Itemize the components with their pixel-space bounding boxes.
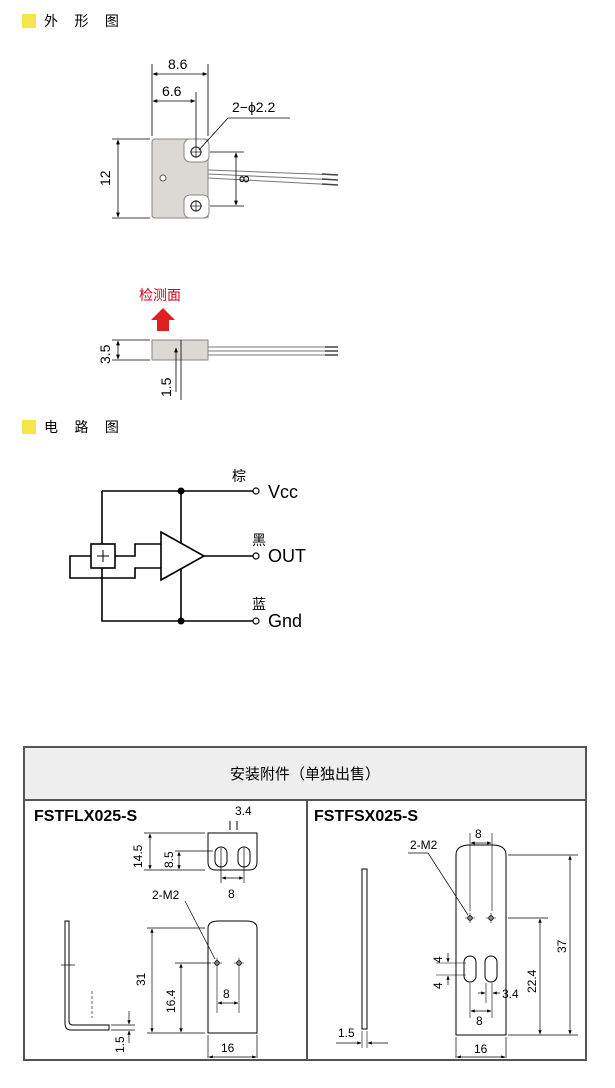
side-dimensions [112, 339, 182, 400]
bracket-left-drawing: 3.4 14.5 8.5 8 2-M2 31 16.4 8 1.5 16 [61, 804, 258, 1058]
dim-left-0: 3.4 [235, 804, 252, 818]
outline-dimensions [112, 64, 290, 219]
bracket-right-drawing: 8 2-M2 37 22.4 4 4 1.5 3.4 8 16 [336, 827, 578, 1058]
dim-right-6: 1.5 [338, 1026, 355, 1040]
detect-face-label: 检测面 [139, 287, 181, 303]
model-left: FSTFLX025-S [34, 808, 138, 825]
dim-left-5: 31 [134, 972, 148, 986]
circuit-diagram [69, 490, 253, 622]
dim-right-3: 22.4 [525, 969, 539, 993]
accessories-panel: 安装附件（单独出售） FSTFLX025-S FSTFSX025-S [23, 746, 587, 1061]
section-title-outline: 外 形 图 [44, 14, 125, 30]
dim-left-9: 16 [221, 1041, 235, 1055]
dim-right-4: 4 [431, 956, 445, 963]
section-title-circuit: 电 路 图 [44, 420, 125, 436]
dim-right-7: 3.4 [502, 987, 519, 1001]
accessories-divider [306, 801, 308, 1059]
section-marker-icon [22, 420, 36, 434]
dim-holes: 2−ϕ2.2 [232, 99, 275, 115]
dim-thickness: 3.5 [97, 344, 113, 364]
dim-left-8: 1.5 [113, 1036, 127, 1053]
outline-circuit-drawing: 8.6 6.6 2−ϕ2.2 12 8 检测面 3.5 1.5 棕 Vcc [69, 56, 339, 631]
dim-left-2: 8.5 [162, 851, 176, 868]
detect-arrow-icon [151, 308, 175, 331]
dim-right-2: 37 [555, 939, 569, 953]
accessories-header: 安装附件（单独出售） [25, 748, 585, 801]
section-marker-icon [22, 14, 36, 28]
sensor-side-view [151, 339, 338, 362]
terminal-vcc: Vcc [268, 482, 298, 502]
sensor-top-view [151, 138, 339, 219]
accessories-title: 安装附件（单独出售） [229, 765, 380, 783]
dim-face-offset: 1.5 [158, 377, 174, 397]
wire-brown-label: 棕 [232, 468, 246, 484]
model-right: FSTFSX025-S [314, 808, 419, 825]
section-outline-header: 外 形 图 [22, 13, 125, 30]
terminal-gnd: Gnd [268, 611, 302, 631]
dim-pitch: 8 [236, 175, 252, 183]
wire-blue-label: 蓝 [252, 596, 266, 612]
dim-right-8: 8 [476, 1014, 483, 1028]
dim-right-1: 2-M2 [410, 838, 438, 852]
dim-hole-x: 6.6 [162, 83, 182, 99]
dim-left-3: 8 [228, 887, 235, 901]
section-circuit-header: 电 路 图 [22, 419, 125, 436]
dim-left-4: 2-M2 [152, 888, 180, 902]
dim-left-1: 14.5 [131, 844, 145, 868]
dim-right-5: 4 [431, 982, 445, 989]
dim-right-0: 8 [475, 827, 482, 841]
dim-left-7: 8 [223, 987, 230, 1001]
dim-height: 12 [97, 170, 113, 186]
wire-black-label: 黑 [252, 532, 266, 548]
terminal-out: OUT [268, 546, 306, 566]
dim-left-6: 16.4 [164, 989, 178, 1013]
dim-width: 8.6 [168, 56, 188, 72]
dim-right-9: 16 [474, 1042, 488, 1056]
